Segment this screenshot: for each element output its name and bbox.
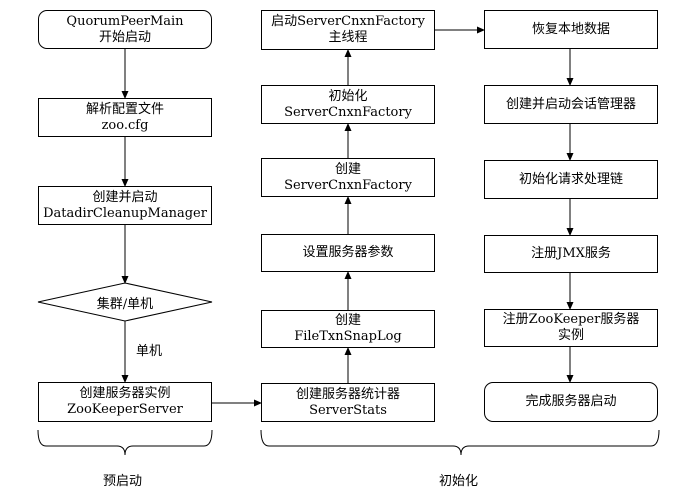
node-quorum-peer-main: QuorumPeerMain 开始启动 <box>38 10 212 49</box>
node-text: 解析配置文件 <box>85 101 164 117</box>
node-text: DatadirCleanupManager <box>43 205 207 221</box>
node-create-cnxn-factory: 创建 ServerCnxnFactory <box>261 158 435 197</box>
node-server-stats: 创建服务器统计器 ServerStats <box>261 383 435 422</box>
node-start-cnxn-factory: 启动ServerCnxnFactory 主线程 <box>261 10 435 50</box>
node-text: ServerCnxnFactory <box>284 104 412 120</box>
phase-label-init: 初始化 <box>439 474 479 489</box>
node-text: 初始化 <box>328 88 368 104</box>
node-text: 注册JMX服务 <box>531 246 611 261</box>
node-text: QuorumPeerMain <box>66 13 184 29</box>
node-text: ServerCnxnFactory <box>284 177 412 193</box>
node-text: 实例 <box>557 328 584 343</box>
node-text: 创建并启动 <box>92 189 158 205</box>
node-text: ServerStats <box>309 402 387 418</box>
node-init-cnxn-factory: 初始化 ServerCnxnFactory <box>261 85 435 124</box>
node-text: 创建 <box>334 313 361 328</box>
node-text: 启动ServerCnxnFactory <box>271 14 425 29</box>
edge-label-standalone: 单机 <box>136 344 163 359</box>
node-restore-local-data: 恢复本地数据 <box>484 10 658 49</box>
node-text: FileTxnSnapLog <box>294 329 402 344</box>
phase-label-preboot: 预启动 <box>103 474 143 489</box>
node-cleanup-manager: 创建并启动 DatadirCleanupManager <box>38 186 212 225</box>
node-text: 完成服务器启动 <box>525 394 617 409</box>
node-parse-config: 解析配置文件 zoo.cfg <box>38 98 212 137</box>
node-text: 设置服务器参数 <box>302 245 394 260</box>
node-text: 创建服务器统计器 <box>295 386 400 402</box>
bracket-init <box>260 429 660 456</box>
node-file-txn-snap-log: 创建 FileTxnSnapLog <box>261 310 435 348</box>
node-text: 注册ZooKeeper服务器 <box>502 312 640 327</box>
node-session-manager: 创建并启动会话管理器 <box>484 85 658 124</box>
decision-label: 集群/单机 <box>96 296 154 312</box>
node-text: 创建并启动会话管理器 <box>505 96 636 112</box>
node-text: 创建 <box>334 161 361 177</box>
node-zookeeper-server: 创建服务器实例 ZooKeeperServer <box>38 382 212 422</box>
node-text: ZooKeeperServer <box>67 402 183 417</box>
node-register-jmx: 注册JMX服务 <box>484 235 658 273</box>
node-text: 主线程 <box>328 30 368 45</box>
node-request-chain: 初始化请求处理链 <box>484 160 658 199</box>
node-set-server-params: 设置服务器参数 <box>261 234 435 272</box>
decision-diamond <box>37 282 213 322</box>
node-text: 创建服务器实例 <box>79 386 171 401</box>
bracket-preboot <box>37 429 213 456</box>
node-register-zk-server: 注册ZooKeeper服务器 实例 <box>484 309 658 347</box>
node-text: 初始化请求处理链 <box>518 171 623 187</box>
node-server-started: 完成服务器启动 <box>484 382 658 422</box>
node-text: 开始启动 <box>98 29 151 45</box>
node-text: zoo.cfg <box>101 117 149 133</box>
node-text: 恢复本地数据 <box>531 21 610 37</box>
